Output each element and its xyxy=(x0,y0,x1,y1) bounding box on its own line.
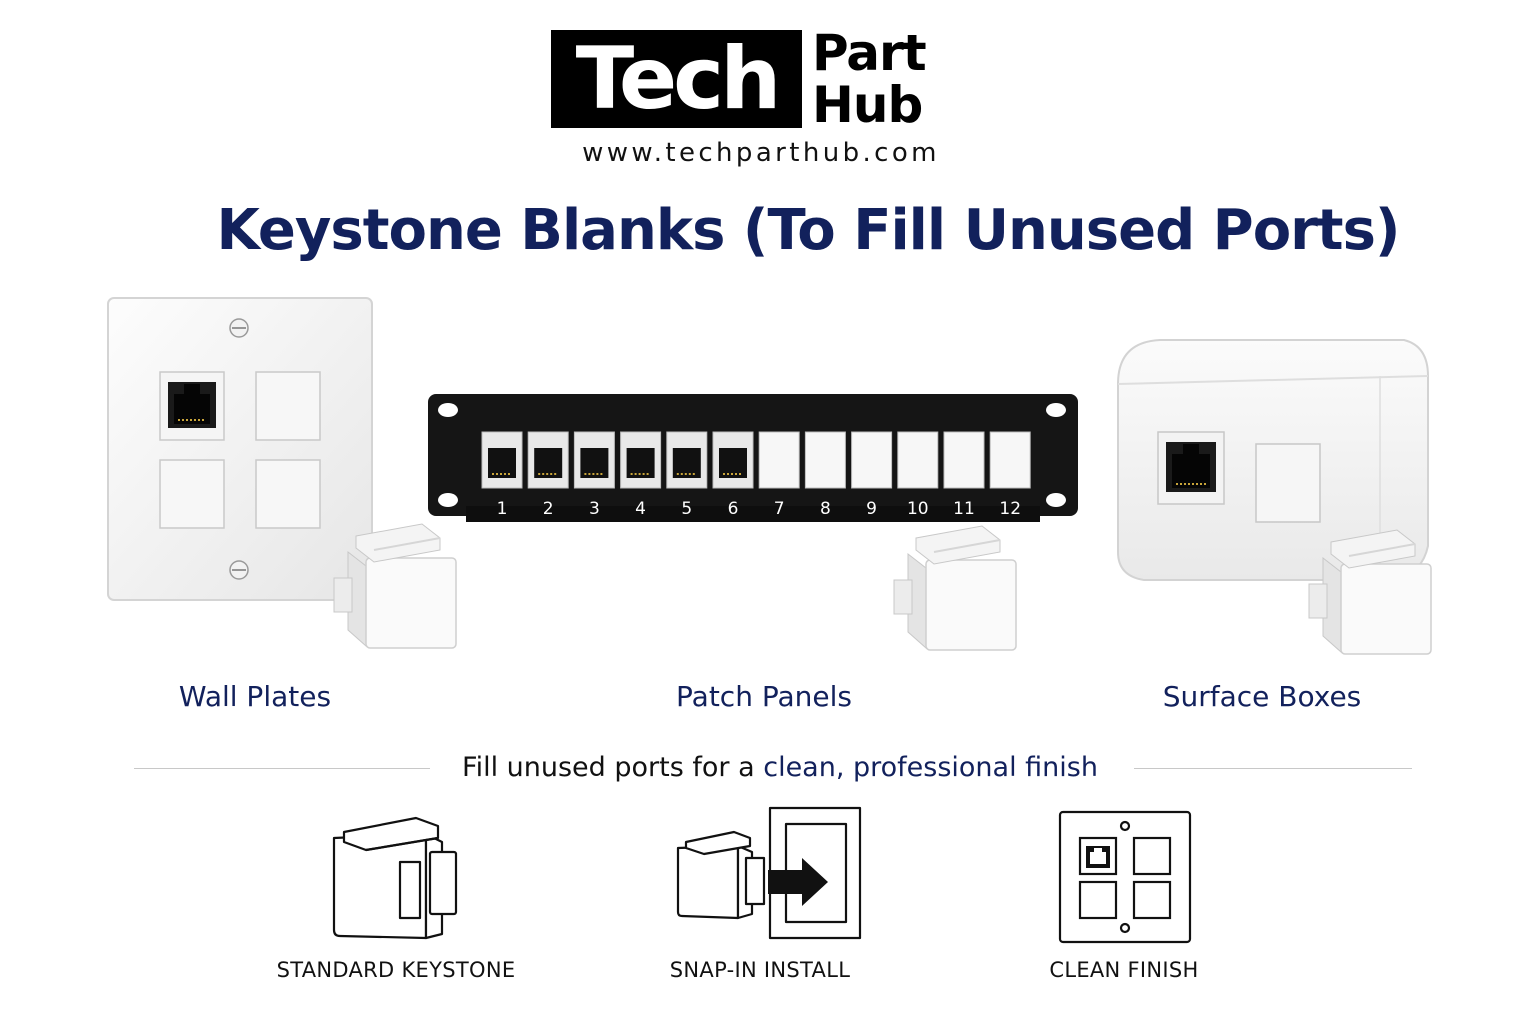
port-number-label: 4 xyxy=(635,499,646,519)
page-title: Keystone Blanks (To Fill Unused Ports) xyxy=(216,198,1400,263)
keystone-blank-image xyxy=(893,525,1017,651)
patch-port-blank xyxy=(804,431,846,489)
feature-label-clean-finish: CLEAN FINISH xyxy=(1049,958,1199,982)
port-number-label: 12 xyxy=(999,499,1021,519)
divider-left xyxy=(134,768,430,769)
port-number-label: 10 xyxy=(907,499,929,519)
port-number-label: 9 xyxy=(866,499,877,519)
wall-plate-icon xyxy=(1058,810,1192,944)
logo-tech-block: Tech xyxy=(551,30,802,128)
patch-port-blank xyxy=(943,431,985,489)
logo-hub-text: Hub xyxy=(812,76,923,134)
feature-label-snap-in-install: SNAP-IN INSTALL xyxy=(669,958,851,982)
category-label-patch-panels: Patch Panels xyxy=(676,680,852,713)
port-number-label: 8 xyxy=(820,499,831,519)
logo-part-text: Part xyxy=(812,24,927,82)
wall-plate-image xyxy=(107,297,373,601)
keystone-blank-image xyxy=(1308,529,1432,655)
tagline: Fill unused ports for a clean, professio… xyxy=(430,752,1130,783)
keystone-blank-image xyxy=(333,523,457,649)
port-number-label: 11 xyxy=(953,499,975,519)
port-number-label: 2 xyxy=(543,499,554,519)
port-number-label: 1 xyxy=(497,499,508,519)
tagline-prefix: Fill unused ports for a xyxy=(462,752,764,783)
patch-port-blank xyxy=(851,431,893,489)
port-number-label: 7 xyxy=(774,499,785,519)
patch-port-blank xyxy=(758,431,800,489)
category-label-surface-boxes: Surface Boxes xyxy=(1162,680,1362,713)
keystone-icon xyxy=(332,816,458,940)
port-number-label: 3 xyxy=(589,499,600,519)
patch-port-blank xyxy=(897,431,939,489)
snap-in-icon xyxy=(676,806,862,940)
patch-port-blank xyxy=(989,431,1031,489)
port-number-label: 6 xyxy=(728,499,739,519)
feature-label-standard-keystone: STANDARD KEYSTONE xyxy=(276,958,516,982)
tagline-accent: clean, professional finish xyxy=(763,752,1098,783)
divider-right xyxy=(1134,768,1412,769)
category-label-wall-plates: Wall Plates xyxy=(178,680,332,713)
port-number-label: 5 xyxy=(681,499,692,519)
surface-box-image xyxy=(1117,339,1429,581)
brand-url[interactable]: www.techparthub.com xyxy=(582,138,940,168)
